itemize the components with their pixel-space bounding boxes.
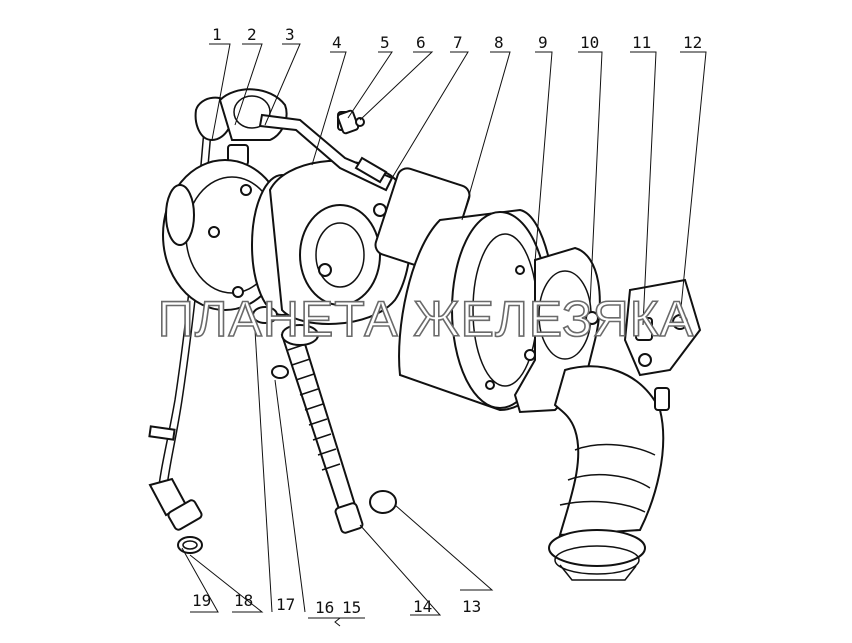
callout-3: 3 [285, 25, 295, 44]
callout-19: 19 [192, 591, 211, 610]
callout-17: 17 [276, 595, 295, 614]
oil-drain-pipe [252, 306, 397, 534]
callout-1: 1 [212, 25, 222, 44]
leader-lines [181, 43, 707, 627]
callout-13: 13 [462, 597, 481, 616]
parts-drawing [148, 88, 702, 581]
exhaust-hose [548, 365, 665, 581]
callout-11: 11 [632, 33, 651, 52]
callout-2: 2 [247, 25, 257, 44]
callout-14: 14 [413, 597, 432, 616]
callout-6: 6 [416, 33, 426, 52]
bolt-top [336, 109, 365, 135]
callout-18: 18 [234, 591, 253, 610]
heat-shield-cylinder [398, 208, 557, 412]
callout-10: 10 [580, 33, 599, 52]
callout-8: 8 [494, 33, 504, 52]
callout-5: 5 [380, 33, 390, 52]
callout-7: 7 [453, 33, 463, 52]
callout-numbers: 1 2 3 4 5 6 7 8 9 10 11 12 13 14 15 16 1… [192, 25, 702, 617]
callout-9: 9 [538, 33, 548, 52]
callout-15: 15 [342, 598, 361, 617]
callout-12: 12 [683, 33, 702, 52]
callout-16: 16 [315, 598, 334, 617]
watermark-text: ПЛАНЕТА ЖЕЛЕЗЯКА [158, 291, 694, 347]
callout-4: 4 [332, 33, 342, 52]
turbine-housing [251, 111, 471, 325]
